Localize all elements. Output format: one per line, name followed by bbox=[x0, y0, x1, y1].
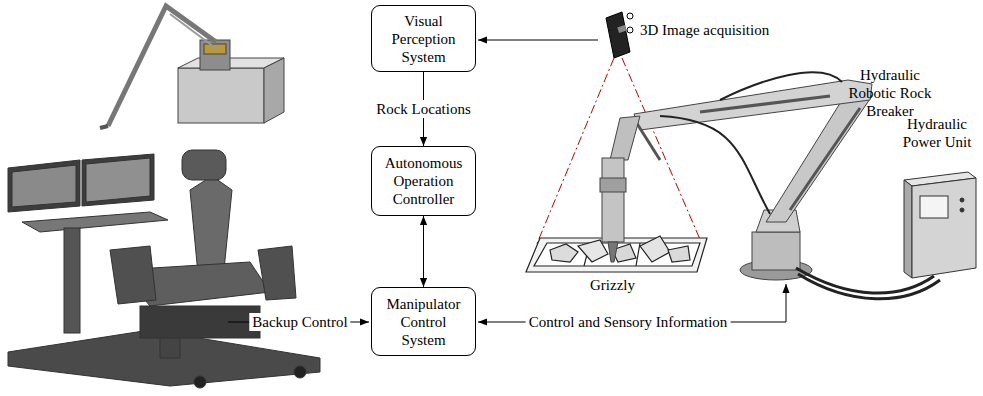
rock-breaker bbox=[634, 80, 872, 130]
robot-model bbox=[200, 40, 230, 70]
camera bbox=[606, 12, 630, 58]
signal-arrow bbox=[478, 40, 598, 41]
operator-console bbox=[160, 338, 180, 358]
power-unit bbox=[920, 196, 948, 218]
rock-breaker bbox=[752, 232, 800, 270]
operator-console bbox=[22, 212, 168, 232]
grizzly bbox=[526, 238, 707, 272]
process-box: Manipulator Control System bbox=[371, 287, 476, 356]
operator-console bbox=[64, 228, 80, 333]
camera bbox=[606, 12, 633, 58]
field-of-view bbox=[536, 58, 702, 246]
camera bbox=[627, 13, 633, 19]
rock-breaker bbox=[610, 116, 640, 160]
line-label: Backup Control bbox=[249, 313, 350, 331]
camera bbox=[617, 25, 626, 33]
robot-model bbox=[170, 14, 218, 50]
robot-model bbox=[108, 6, 216, 126]
grizzly bbox=[534, 243, 700, 266]
operator-console bbox=[258, 246, 296, 300]
operator-console bbox=[190, 176, 232, 274]
operator-console bbox=[182, 150, 226, 180]
rock-breaker bbox=[700, 96, 830, 112]
grizzly bbox=[636, 243, 640, 266]
operator-console bbox=[82, 154, 154, 206]
process-box: Autonomous Operation Controller bbox=[371, 146, 476, 216]
rock-breaker bbox=[660, 116, 770, 214]
part-label: 3D Image acquisition bbox=[640, 21, 769, 39]
rock-breaker bbox=[600, 178, 626, 192]
rock-breaker bbox=[600, 72, 872, 280]
box-text: Visual Perception System bbox=[378, 12, 469, 66]
rock-breaker bbox=[720, 72, 842, 100]
box-text: Autonomous Operation Controller bbox=[378, 154, 469, 208]
power-unit bbox=[960, 208, 964, 212]
robot-model bbox=[264, 58, 284, 123]
power-unit bbox=[904, 172, 976, 278]
grizzly bbox=[550, 244, 578, 262]
grizzly bbox=[578, 240, 608, 262]
part-label: Grizzly bbox=[590, 276, 635, 294]
connector-arrow bbox=[423, 216, 424, 287]
rock-breaker bbox=[602, 158, 624, 242]
line-label: Control and Sensory Information bbox=[526, 313, 731, 331]
grizzly bbox=[668, 246, 690, 262]
power-unit bbox=[904, 180, 912, 278]
operator-console bbox=[8, 150, 320, 388]
box-text: Manipulator Control System bbox=[378, 295, 469, 349]
camera bbox=[627, 27, 633, 33]
hydraulic-hose bbox=[798, 274, 940, 299]
rock-breaker bbox=[636, 122, 660, 160]
part-label: Hydraulic Robotic Rock Breaker bbox=[846, 66, 934, 120]
robot-model bbox=[100, 6, 284, 128]
grizzly bbox=[640, 236, 670, 262]
operator-console bbox=[294, 366, 306, 378]
rock-breaker bbox=[608, 242, 618, 262]
operator-console bbox=[8, 330, 320, 386]
robot-model bbox=[178, 68, 264, 123]
operator-console bbox=[194, 376, 206, 388]
edge-label: Rock Locations bbox=[373, 100, 474, 118]
power-unit bbox=[960, 198, 964, 202]
operator-console bbox=[12, 165, 76, 207]
field-of-view bbox=[622, 58, 702, 244]
rock-breaker bbox=[790, 108, 860, 210]
process-box: Visual Perception System bbox=[371, 5, 476, 72]
operator-console bbox=[110, 246, 156, 304]
power-unit bbox=[912, 178, 976, 278]
operator-console bbox=[86, 158, 150, 202]
operator-console bbox=[8, 160, 80, 212]
part-label: Hydraulic Power Unit bbox=[893, 115, 981, 151]
robot-model bbox=[100, 126, 108, 128]
